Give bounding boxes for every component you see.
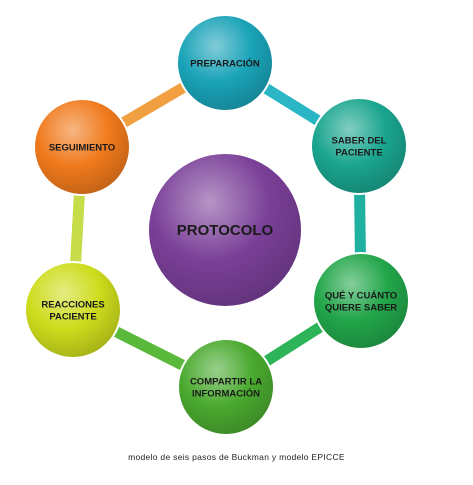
- step-label: REACCIONES: [41, 300, 104, 311]
- step-label: PACIENTE: [49, 312, 96, 323]
- step-circle: [179, 340, 273, 434]
- step-node: PREPARACIÓN: [176, 14, 274, 112]
- step-label: PREPARACIÓN: [190, 58, 260, 70]
- step-label: PACIENTE: [335, 148, 382, 159]
- step-circle: [314, 254, 408, 348]
- step-circle: [35, 100, 129, 194]
- step-label: SABER DEL: [332, 136, 387, 147]
- step-node: SEGUIMIENTO: [33, 98, 131, 196]
- step-label: QUIERE SABER: [325, 303, 397, 314]
- step-label: SEGUIMIENTO: [49, 143, 115, 154]
- step-circle: [26, 263, 120, 357]
- step-circle: [312, 99, 406, 193]
- step-label: QUÉ Y CUÁNTO: [325, 291, 397, 302]
- caption: modelo de seis pasos de Buckman y modelo…: [128, 452, 345, 462]
- step-circle: [178, 16, 272, 110]
- center-node: PROTOCOLO: [147, 152, 303, 308]
- center-circle: [147, 152, 303, 308]
- center-label: PROTOCOLO: [177, 222, 274, 239]
- step-label: INFORMACIÓN: [192, 388, 260, 400]
- step-label: COMPARTIR LA: [190, 377, 262, 388]
